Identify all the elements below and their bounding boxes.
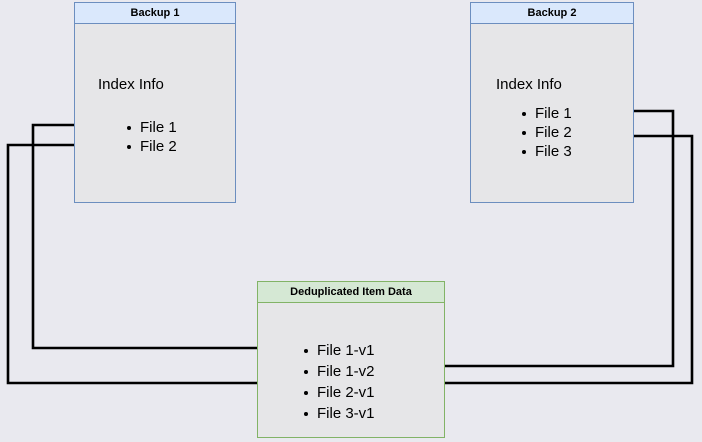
list-item: File 2 [521,123,572,142]
node-backup-1-body: Index Info File 1 File 2 [75,24,235,202]
list-item: File 1-v2 [303,361,375,382]
node-deduplicated-item-data-body: File 1-v1 File 1-v2 File 2-v1 File 3-v1 [258,303,444,437]
list-item: File 1 [521,104,572,123]
node-deduplicated-item-data[interactable]: Deduplicated Item Data File 1-v1 File 1-… [257,281,445,438]
node-deduplicated-item-data-file-list: File 1-v1 File 1-v2 File 2-v1 File 3-v1 [303,340,375,424]
node-backup-2-body: Index Info File 1 File 2 File 3 [471,24,633,202]
list-item: File 3-v1 [303,403,375,424]
node-backup-1-index-label: Index Info [98,76,164,93]
list-item: File 2-v1 [303,382,375,403]
node-backup-1-header: Backup 1 [75,3,235,24]
list-item: File 2 [126,137,177,156]
node-backup-2[interactable]: Backup 2 Index Info File 1 File 2 File 3 [470,2,634,203]
node-deduplicated-item-data-header: Deduplicated Item Data [258,282,444,303]
node-backup-1[interactable]: Backup 1 Index Info File 1 File 2 [74,2,236,203]
node-backup-1-file-list: File 1 File 2 [126,118,177,156]
list-item: File 1-v1 [303,340,375,361]
list-item: File 3 [521,142,572,161]
list-item: File 1 [126,118,177,137]
node-backup-2-header: Backup 2 [471,3,633,24]
node-backup-2-file-list: File 1 File 2 File 3 [521,104,572,161]
node-backup-2-index-label: Index Info [496,76,562,93]
